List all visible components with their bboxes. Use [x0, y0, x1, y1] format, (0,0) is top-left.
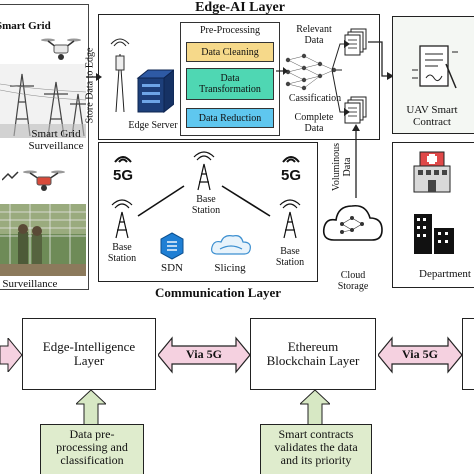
- drone-icon: [41, 38, 81, 60]
- pre-processing-title: Pre-Processing: [200, 25, 260, 36]
- classification-label: Cassification: [288, 93, 342, 104]
- relevant-data-documents-icon: [344, 28, 367, 56]
- edge-intelligence-box: [22, 318, 156, 390]
- cloud-storage-icon: [322, 204, 383, 241]
- uav-contract-label: UAV Smart Contract: [406, 104, 458, 129]
- store-data-label: Store Data to Edge: [84, 47, 96, 124]
- base-station-network: [111, 151, 301, 239]
- flow-arrow: [276, 67, 288, 75]
- data-cleaning-step: Data Cleaning: [186, 42, 274, 62]
- building-icon: [414, 214, 454, 254]
- smart-contract-icon: [412, 45, 458, 89]
- wireless-link-icon: [2, 171, 19, 181]
- slicing-icon: [211, 235, 251, 255]
- note-box-2: [260, 424, 372, 474]
- department-box: [392, 142, 474, 288]
- complete-data-documents-icon: [344, 96, 367, 124]
- smart-grid-title: Smart Grid: [0, 20, 51, 32]
- edge-intelligence-label: Edge-Intelligence Layer: [42, 339, 136, 369]
- power-grid-image: [0, 64, 86, 138]
- fiveg-icon-left: 5G: [108, 150, 138, 183]
- base-station-right-label: Base Station: [275, 246, 305, 268]
- store-data-arrow: [86, 73, 102, 81]
- communication-layer-box: [98, 142, 318, 282]
- edge-ai-layer-title: Edge-AI Layer: [195, 0, 285, 15]
- flow-arrows: [331, 40, 350, 116]
- slicing-label: Slicing: [214, 262, 246, 274]
- data-reduction-step: Data Reduction: [186, 108, 274, 128]
- relevant-data-label: Relevant Data: [296, 24, 332, 46]
- department-label: Department: [419, 268, 471, 280]
- right-partial-box: [462, 318, 474, 390]
- ethereum-blockchain-label: Ethereum Blockchain Layer: [266, 339, 360, 369]
- fiveg-icon-right: 5G: [276, 150, 306, 183]
- base-station-left-label: Base Station: [107, 242, 137, 264]
- border-surveillance-image: [0, 204, 86, 276]
- neural-network-icon: [285, 53, 342, 91]
- border-surveillance-caption: r Surveillance: [0, 278, 58, 290]
- to-contract-arrow: [368, 41, 394, 80]
- ethereum-blockchain-box: [250, 318, 376, 390]
- sdn-label: SDN: [160, 262, 183, 274]
- edge-server-icon: [110, 38, 174, 114]
- via-5g-arrow-2: [378, 336, 462, 374]
- voluminous-data-label: Voluminous Data: [331, 142, 353, 192]
- via-5g-arrow-1: [158, 336, 250, 374]
- communication-layer-title: Communication Layer: [154, 285, 282, 300]
- left-panel: [0, 4, 89, 290]
- via-5g-label-2: Via 5G: [402, 347, 438, 361]
- via-arrow-partial-left: [0, 338, 22, 372]
- note-text-1: Data pre- processing and classification: [56, 427, 128, 468]
- note-arrow-1: [76, 390, 106, 426]
- base-station-center-label: Base Station: [191, 194, 221, 216]
- data-transformation-step: Data Transformation: [186, 68, 274, 100]
- sdn-icon: [160, 232, 184, 260]
- pre-processing-box: [180, 22, 280, 136]
- note-arrow-2: [300, 390, 330, 426]
- complete-data-label: Complete Data: [294, 112, 334, 134]
- cloud-storage-label: Cloud Storage: [337, 270, 369, 292]
- edge-server-label: Edge Server: [128, 120, 178, 131]
- smart-grid-caption: Smart Grid Surveillance: [28, 128, 84, 153]
- via-5g-label-1: Via 5G: [186, 347, 222, 361]
- hospital-icon: [413, 151, 451, 193]
- note-box-1: [40, 424, 144, 474]
- drone-icon: [23, 170, 65, 191]
- upload-arrow: [352, 124, 360, 198]
- note-text-2: Smart contracts validates the data and i…: [274, 427, 358, 468]
